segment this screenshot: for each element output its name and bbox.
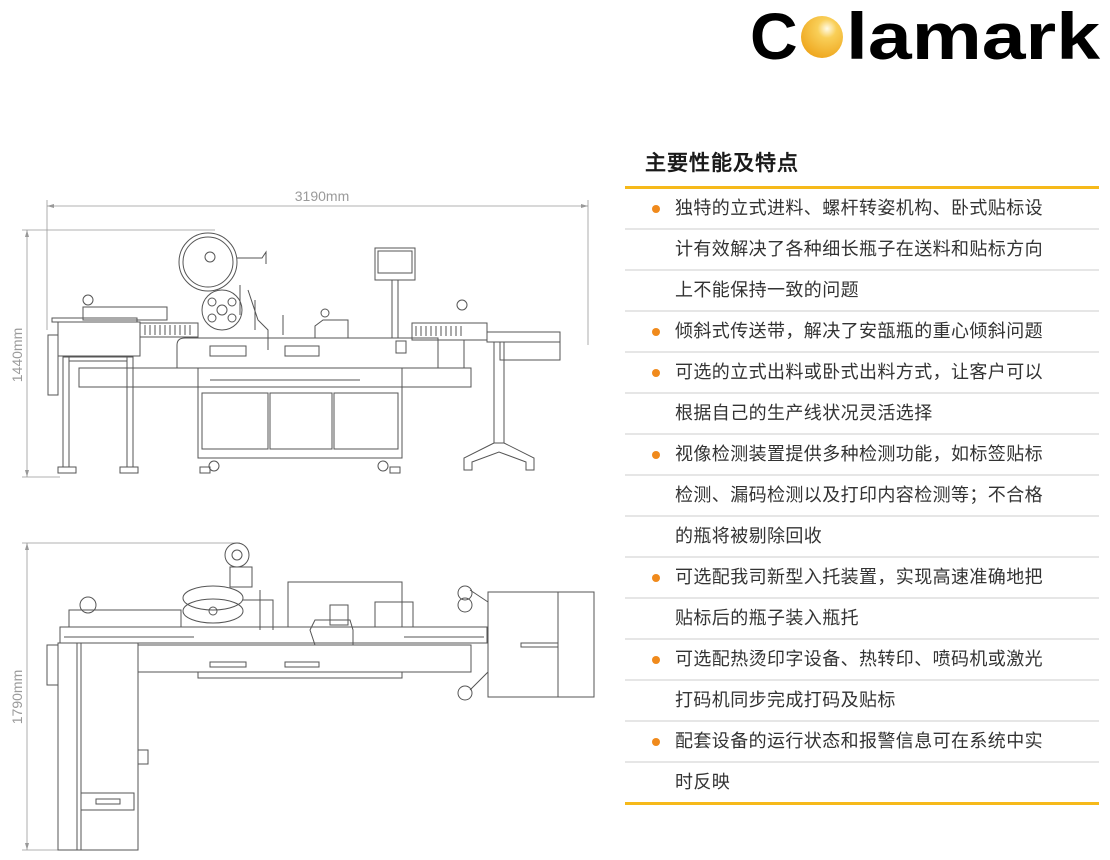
feature-row: 视像检测装置提供多种检测功能，如标签贴标 [625, 435, 1099, 476]
feature-text: 检测、漏码检测以及打印内容检测等；不合格 [675, 485, 1043, 506]
bullet-dot-icon [652, 738, 660, 746]
feature-text: 独特的立式进料、螺杆转姿机构、卧式贴标设 [675, 198, 1043, 219]
feature-text: 根据自己的生产线状况灵活选择 [675, 403, 933, 424]
feature-text: 贴标后的瓶子装入瓶托 [675, 608, 859, 629]
feature-row: 时反映 [625, 763, 1099, 805]
logo-ball-icon [801, 16, 843, 58]
feature-text: 的瓶将被剔除回收 [675, 526, 823, 547]
feature-row: 打码机同步完成打码及贴标 [625, 681, 1099, 722]
feature-row: 可选的立式出料或卧式出料方式，让客户可以 [625, 353, 1099, 394]
feature-row: 的瓶将被剔除回收 [625, 517, 1099, 558]
bullet-dot-icon [652, 328, 660, 336]
feature-row: 配套设备的运行状态和报警信息可在系统中实 [625, 722, 1099, 763]
feature-row: 上不能保持一致的问题 [625, 271, 1099, 312]
feature-text: 上不能保持一致的问题 [675, 280, 859, 301]
depth-dimension-label: 1790mm [9, 670, 25, 724]
title-divider [625, 186, 1099, 189]
machine-drawings: 3190mm 1440mm [9, 188, 595, 851]
feature-row: 根据自己的生产线状况灵活选择 [625, 394, 1099, 435]
width-dimension-label: 3190mm [295, 188, 349, 204]
height-dimension-label: 1440mm [9, 328, 25, 382]
feature-text: 可选配热烫印字设备、热转印、喷码机或激光 [675, 649, 1043, 670]
colamark-logo: C lamark [750, 4, 1100, 68]
depth-dimension: 1790mm [9, 542, 240, 851]
feature-text: 时反映 [675, 772, 731, 793]
bullet-dot-icon [652, 656, 660, 664]
feature-row: 检测、漏码检测以及打印内容检测等；不合格 [625, 476, 1099, 517]
feature-row: 可选配热烫印字设备、热转印、喷码机或激光 [625, 640, 1099, 681]
feature-row: 可选配我司新型入托装置，实现高速准确地把 [625, 558, 1099, 599]
feature-text: 计有效解决了各种细长瓶子在送料和贴标方向 [675, 239, 1043, 260]
feature-row: 独特的立式进料、螺杆转姿机构、卧式贴标设 [625, 189, 1099, 230]
top-view-drawing: 1790mm [9, 542, 595, 851]
bullet-dot-icon [652, 451, 660, 459]
feature-row: 计有效解决了各种细长瓶子在送料和贴标方向 [625, 230, 1099, 271]
width-dimension: 3190mm [46, 188, 589, 345]
features-list: 独特的立式进料、螺杆转姿机构、卧式贴标设计有效解决了各种细长瓶子在送料和贴标方向… [625, 189, 1099, 805]
height-dimension: 1440mm [9, 229, 215, 478]
feature-text: 可选的立式出料或卧式出料方式，让客户可以 [675, 362, 1043, 383]
feature-text: 配套设备的运行状态和报警信息可在系统中实 [675, 731, 1043, 752]
feature-text: 倾斜式传送带，解决了安瓿瓶的重心倾斜问题 [675, 321, 1043, 342]
feature-row: 贴标后的瓶子装入瓶托 [625, 599, 1099, 640]
features-panel: 主要性能及特点 独特的立式进料、螺杆转姿机构、卧式贴标设计有效解决了各种细长瓶子… [625, 140, 1099, 805]
logo-letter-c: C [750, 4, 798, 68]
feature-text: 视像检测装置提供多种检测功能，如标签贴标 [675, 444, 1043, 465]
logo-text: lamark [846, 4, 1100, 68]
features-title: 主要性能及特点 [645, 151, 799, 175]
feature-text: 可选配我司新型入托装置，实现高速准确地把 [675, 567, 1043, 588]
bullet-dot-icon [652, 574, 660, 582]
front-view-drawing: 3190mm 1440mm [9, 188, 589, 478]
feature-row: 倾斜式传送带，解决了安瓿瓶的重心倾斜问题 [625, 312, 1099, 353]
bullet-dot-icon [652, 205, 660, 213]
feature-text: 打码机同步完成打码及贴标 [675, 690, 896, 711]
bullet-dot-icon [652, 369, 660, 377]
